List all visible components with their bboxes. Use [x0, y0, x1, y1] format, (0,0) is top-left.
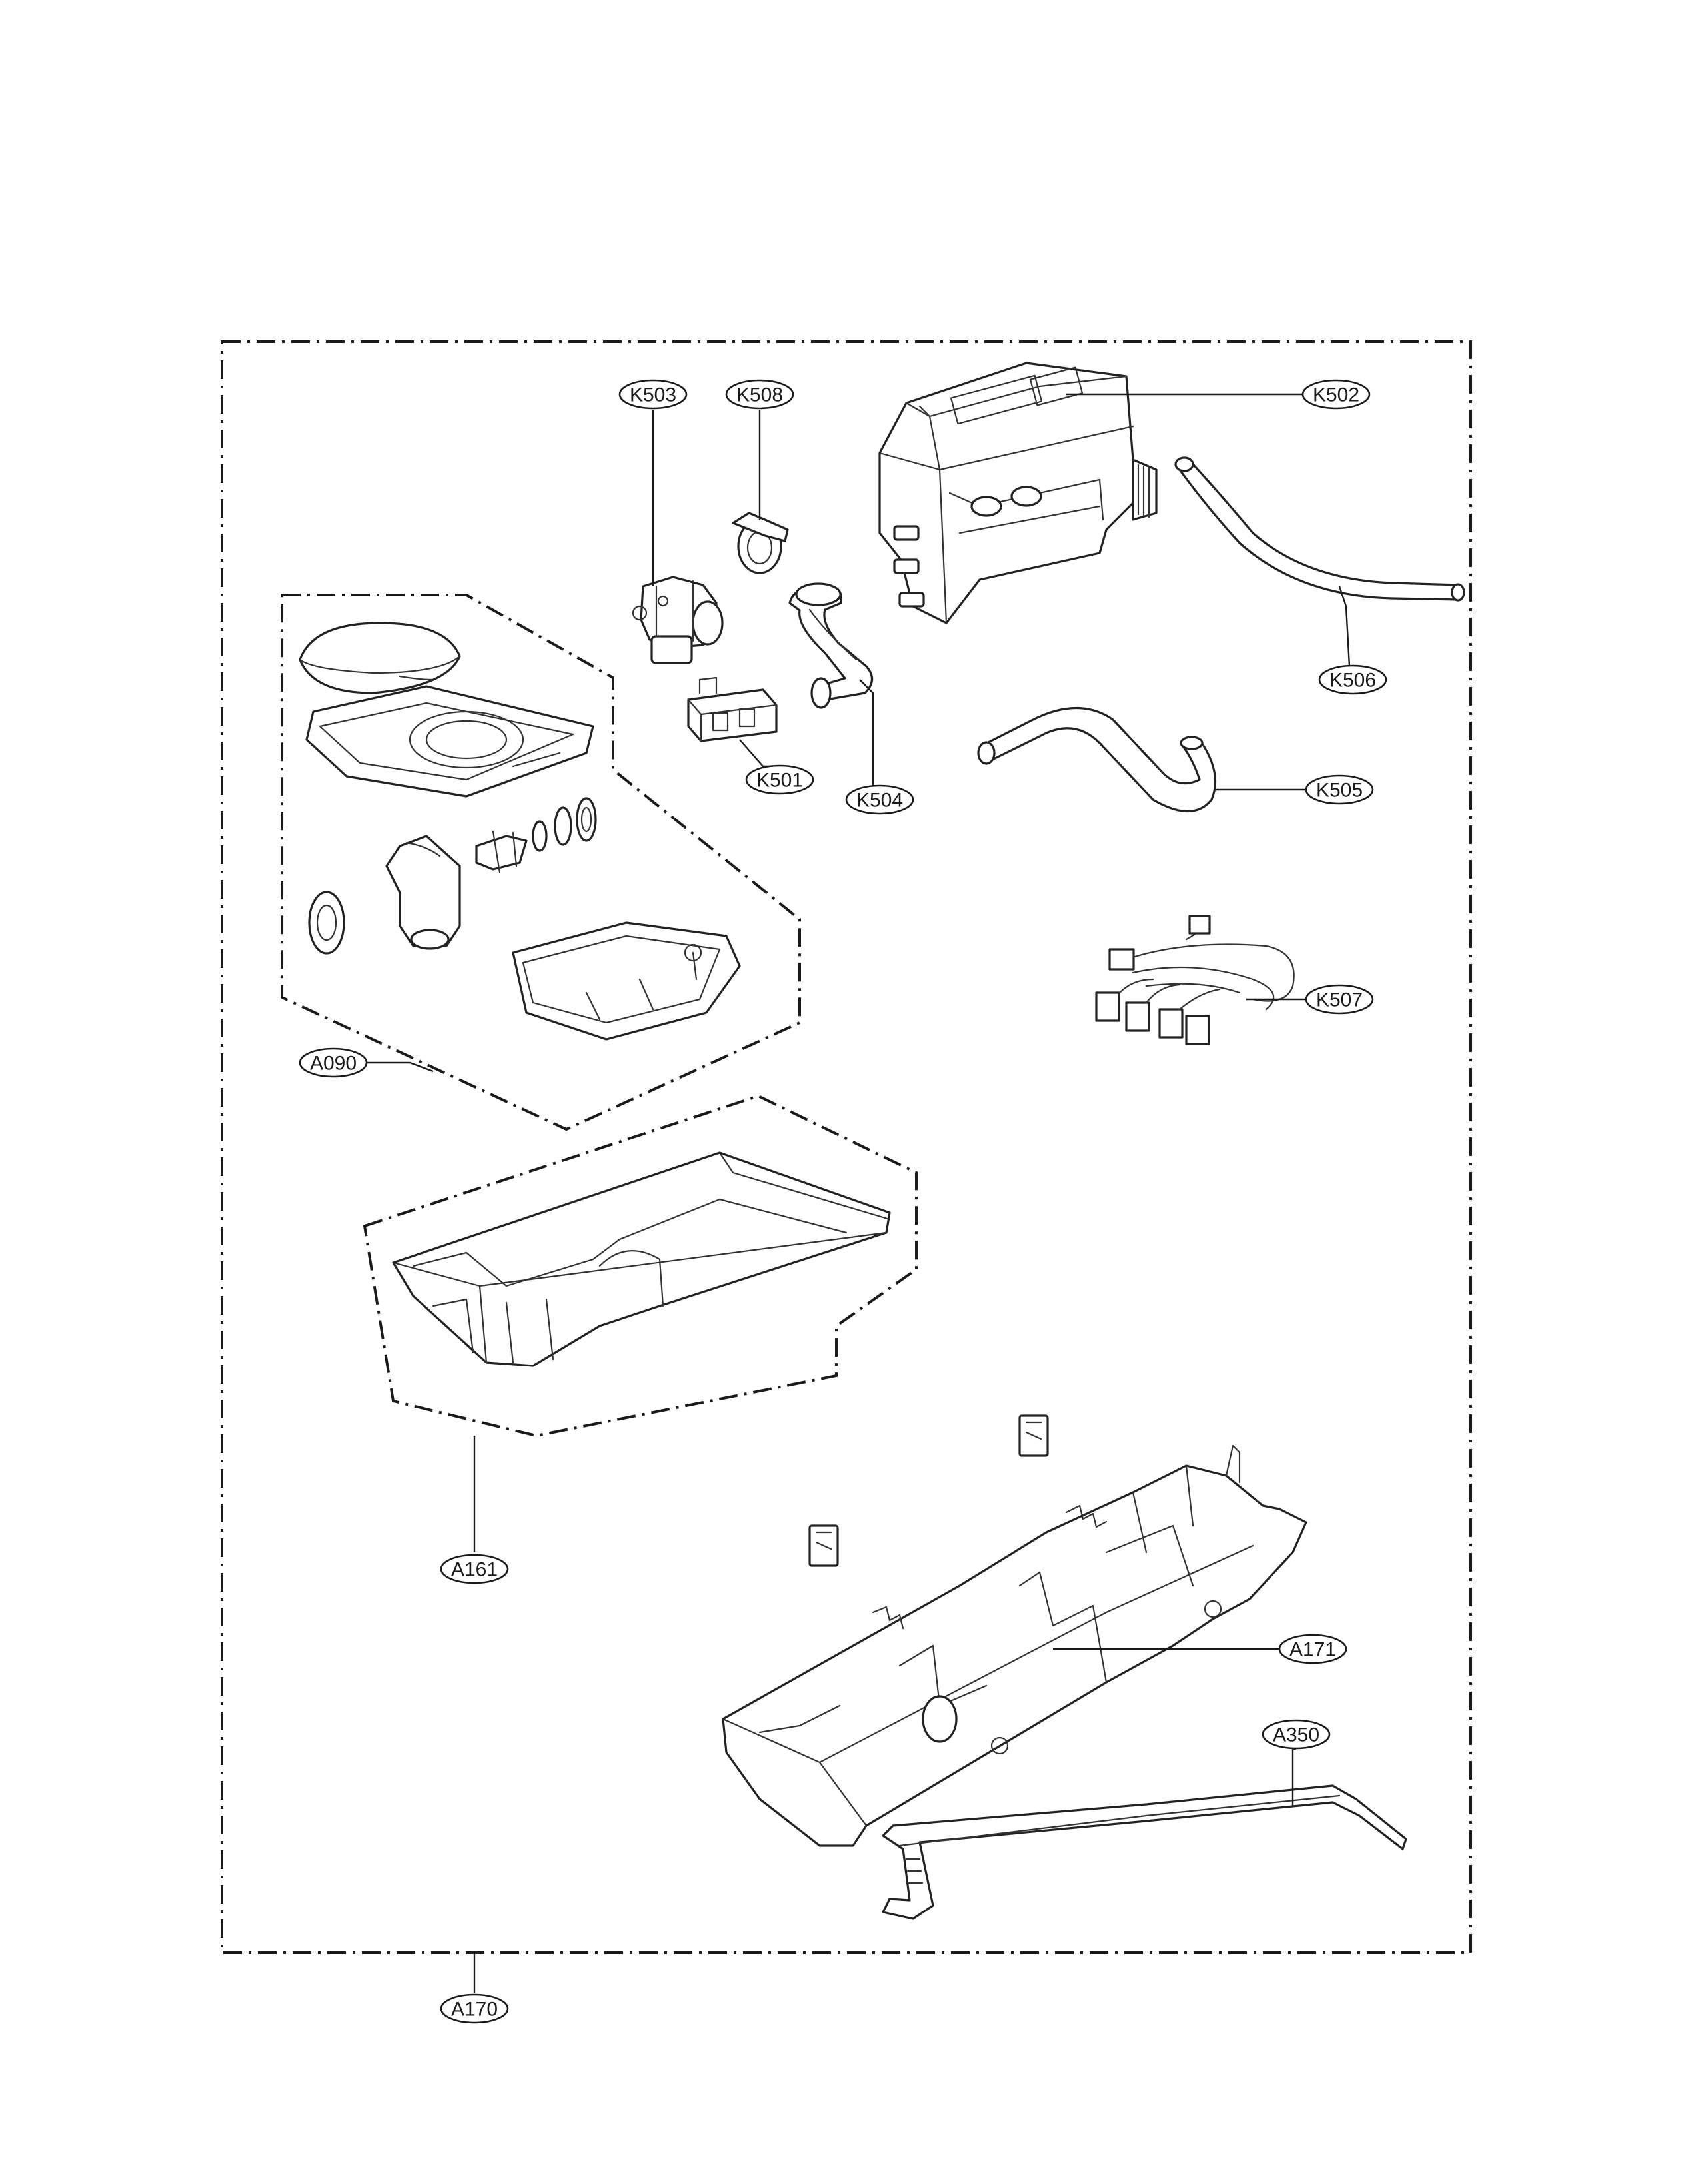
callout-a170-label: A170: [451, 1999, 498, 2021]
callout-k507-label: K507: [1316, 989, 1363, 1011]
callout-k506-label: K506: [1329, 670, 1376, 692]
callout-a171-label: A171: [1289, 1639, 1336, 1661]
part-k504-hose: [788, 582, 874, 709]
callout-k502: K502: [1301, 379, 1371, 410]
group-boundary-a090: [281, 594, 801, 1131]
callout-k507: K507: [1305, 984, 1374, 1015]
part-k501-bracket: [687, 676, 778, 742]
callout-a350-label: A350: [1273, 1724, 1319, 1746]
part-a171-frame: [722, 1414, 1307, 1847]
assembly-boundary-a170: [221, 340, 1472, 1954]
callout-a090: A090: [299, 1047, 368, 1078]
callout-k501: K501: [745, 764, 814, 795]
callout-k505: K505: [1305, 774, 1374, 805]
callout-k506: K506: [1318, 664, 1387, 695]
callout-a161-label: A161: [451, 1559, 498, 1581]
part-k502-tank: [878, 362, 1158, 624]
group-boundary-a161: [363, 1094, 918, 1438]
callout-a161: A161: [440, 1554, 509, 1584]
callout-a350: A350: [1262, 1719, 1331, 1750]
group-a161-drawer-housing: [392, 1151, 891, 1367]
part-k507-harness: [1095, 915, 1295, 1045]
callout-k508-label: K508: [736, 384, 783, 406]
callout-k503-label: K503: [630, 384, 676, 406]
callout-k508: K508: [725, 379, 794, 410]
callout-k503: K503: [618, 379, 688, 410]
part-k506-hose: [1174, 456, 1465, 602]
callout-a170: A170: [440, 1993, 509, 2024]
callout-k504: K504: [845, 784, 914, 815]
group-a090-parts: [299, 622, 741, 1041]
callout-k502-label: K502: [1313, 384, 1359, 406]
part-a350-rail: [882, 1784, 1407, 1920]
callout-k505-label: K505: [1316, 780, 1363, 802]
callout-a171: A171: [1278, 1634, 1347, 1664]
part-k503-valve: [632, 576, 724, 664]
part-k505-hose: [977, 706, 1217, 812]
part-k508-clamp: [732, 512, 789, 574]
callout-k504-label: K504: [856, 790, 903, 812]
callout-a090-label: A090: [310, 1053, 357, 1075]
callout-k501-label: K501: [756, 770, 803, 792]
